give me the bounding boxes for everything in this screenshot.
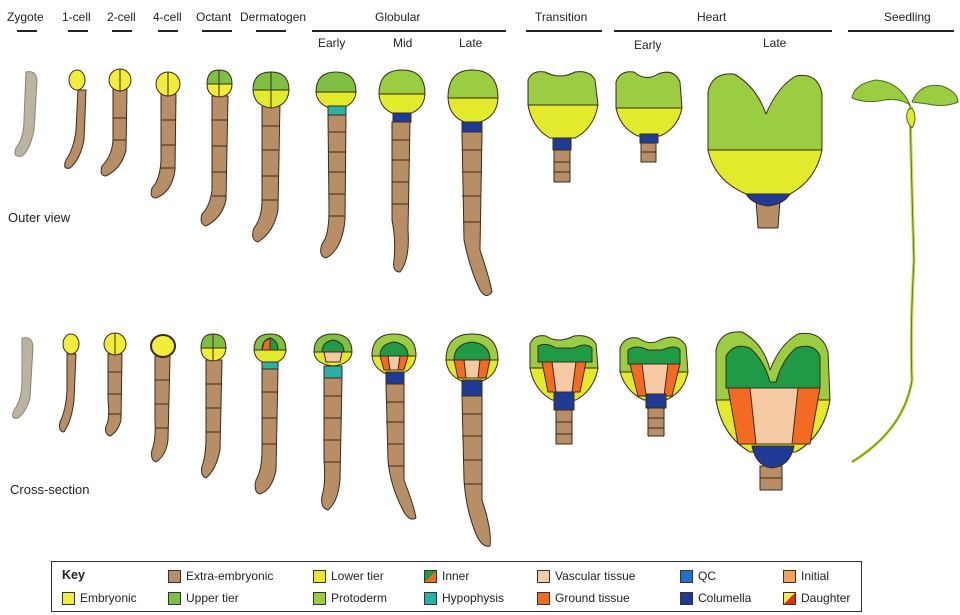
legend-label-extra-embryonic: Extra-embryonic <box>186 569 273 583</box>
legend-swatch-extra-embryonic <box>168 570 181 583</box>
legend-swatch-inner <box>424 570 437 583</box>
zygote-cross <box>13 338 33 419</box>
embryo-heart-early-outer <box>616 72 682 162</box>
embryo-4-cell-cross <box>151 335 175 462</box>
embryo-2-cell-cross <box>104 333 126 436</box>
embryo-heart-late-cross <box>716 332 830 490</box>
embryo-transition-outer <box>528 72 598 182</box>
legend-label-ground-tissue: Ground tissue <box>555 591 630 605</box>
legend-swatch-embryonic <box>62 592 75 605</box>
embryo-4-cell-outer <box>151 72 180 198</box>
embryo-octant-outer <box>201 70 232 226</box>
legend-swatch-lower-tier <box>313 570 326 583</box>
legend-label-hypophysis: Hypophysis <box>442 591 504 605</box>
embryo-transition-cross <box>530 336 598 444</box>
legend-label-lower-tier: Lower tier <box>331 569 384 583</box>
embryo-globular-early-cross <box>314 334 352 510</box>
legend-swatch-qc <box>680 570 693 583</box>
legend-swatch-daughter <box>783 592 796 605</box>
legend-swatch-protoderm <box>313 592 326 605</box>
embryo-dermatogen-outer <box>253 72 289 242</box>
embryo-globular-mid-cross <box>372 334 416 519</box>
legend-swatch-hypophysis <box>424 592 437 605</box>
legend-label-inner: Inner <box>442 569 469 583</box>
embryo-2-cell-outer <box>101 69 131 176</box>
legend-swatch-upper-tier <box>168 592 181 605</box>
legend-swatch-initial <box>783 570 796 583</box>
legend-label-embryonic: Embryonic <box>80 591 137 605</box>
embryo-heart-early-cross <box>620 337 688 436</box>
legend-label-daughter: Daughter <box>801 591 850 605</box>
embryo-globular-late-cross <box>446 334 498 546</box>
embryo-dermatogen-cross <box>254 334 286 494</box>
legend-swatch-vascular-tissue <box>537 570 550 583</box>
legend-label-upper-tier: Upper tier <box>186 591 239 605</box>
embryo-globular-early-outer <box>316 72 356 258</box>
legend-label-initial: Initial <box>801 569 829 583</box>
embryo-1-cell-cross <box>60 334 80 432</box>
legend-label-qc: QC <box>698 569 716 583</box>
legend-title: Key <box>62 568 85 582</box>
legend-label-protoderm: Protoderm <box>331 591 387 605</box>
legend-label-columella: Columella <box>698 591 751 605</box>
zygote-outer <box>15 72 37 157</box>
embryo-1-cell-outer <box>65 70 86 168</box>
embryo-octant-cross <box>201 334 226 478</box>
seedling <box>852 80 958 462</box>
embryo-globular-mid-outer <box>379 70 425 272</box>
legend-swatch-ground-tissue <box>537 592 550 605</box>
legend-key: Key Embryonic Extra-embryonic Upper tier… <box>51 561 862 612</box>
embryo-heart-late-outer <box>708 74 822 228</box>
legend-label-vascular-tissue: Vascular tissue <box>555 569 635 583</box>
embryo-development-diagram <box>0 0 960 560</box>
embryo-globular-late-outer <box>448 70 498 296</box>
legend-swatch-columella <box>680 592 693 605</box>
